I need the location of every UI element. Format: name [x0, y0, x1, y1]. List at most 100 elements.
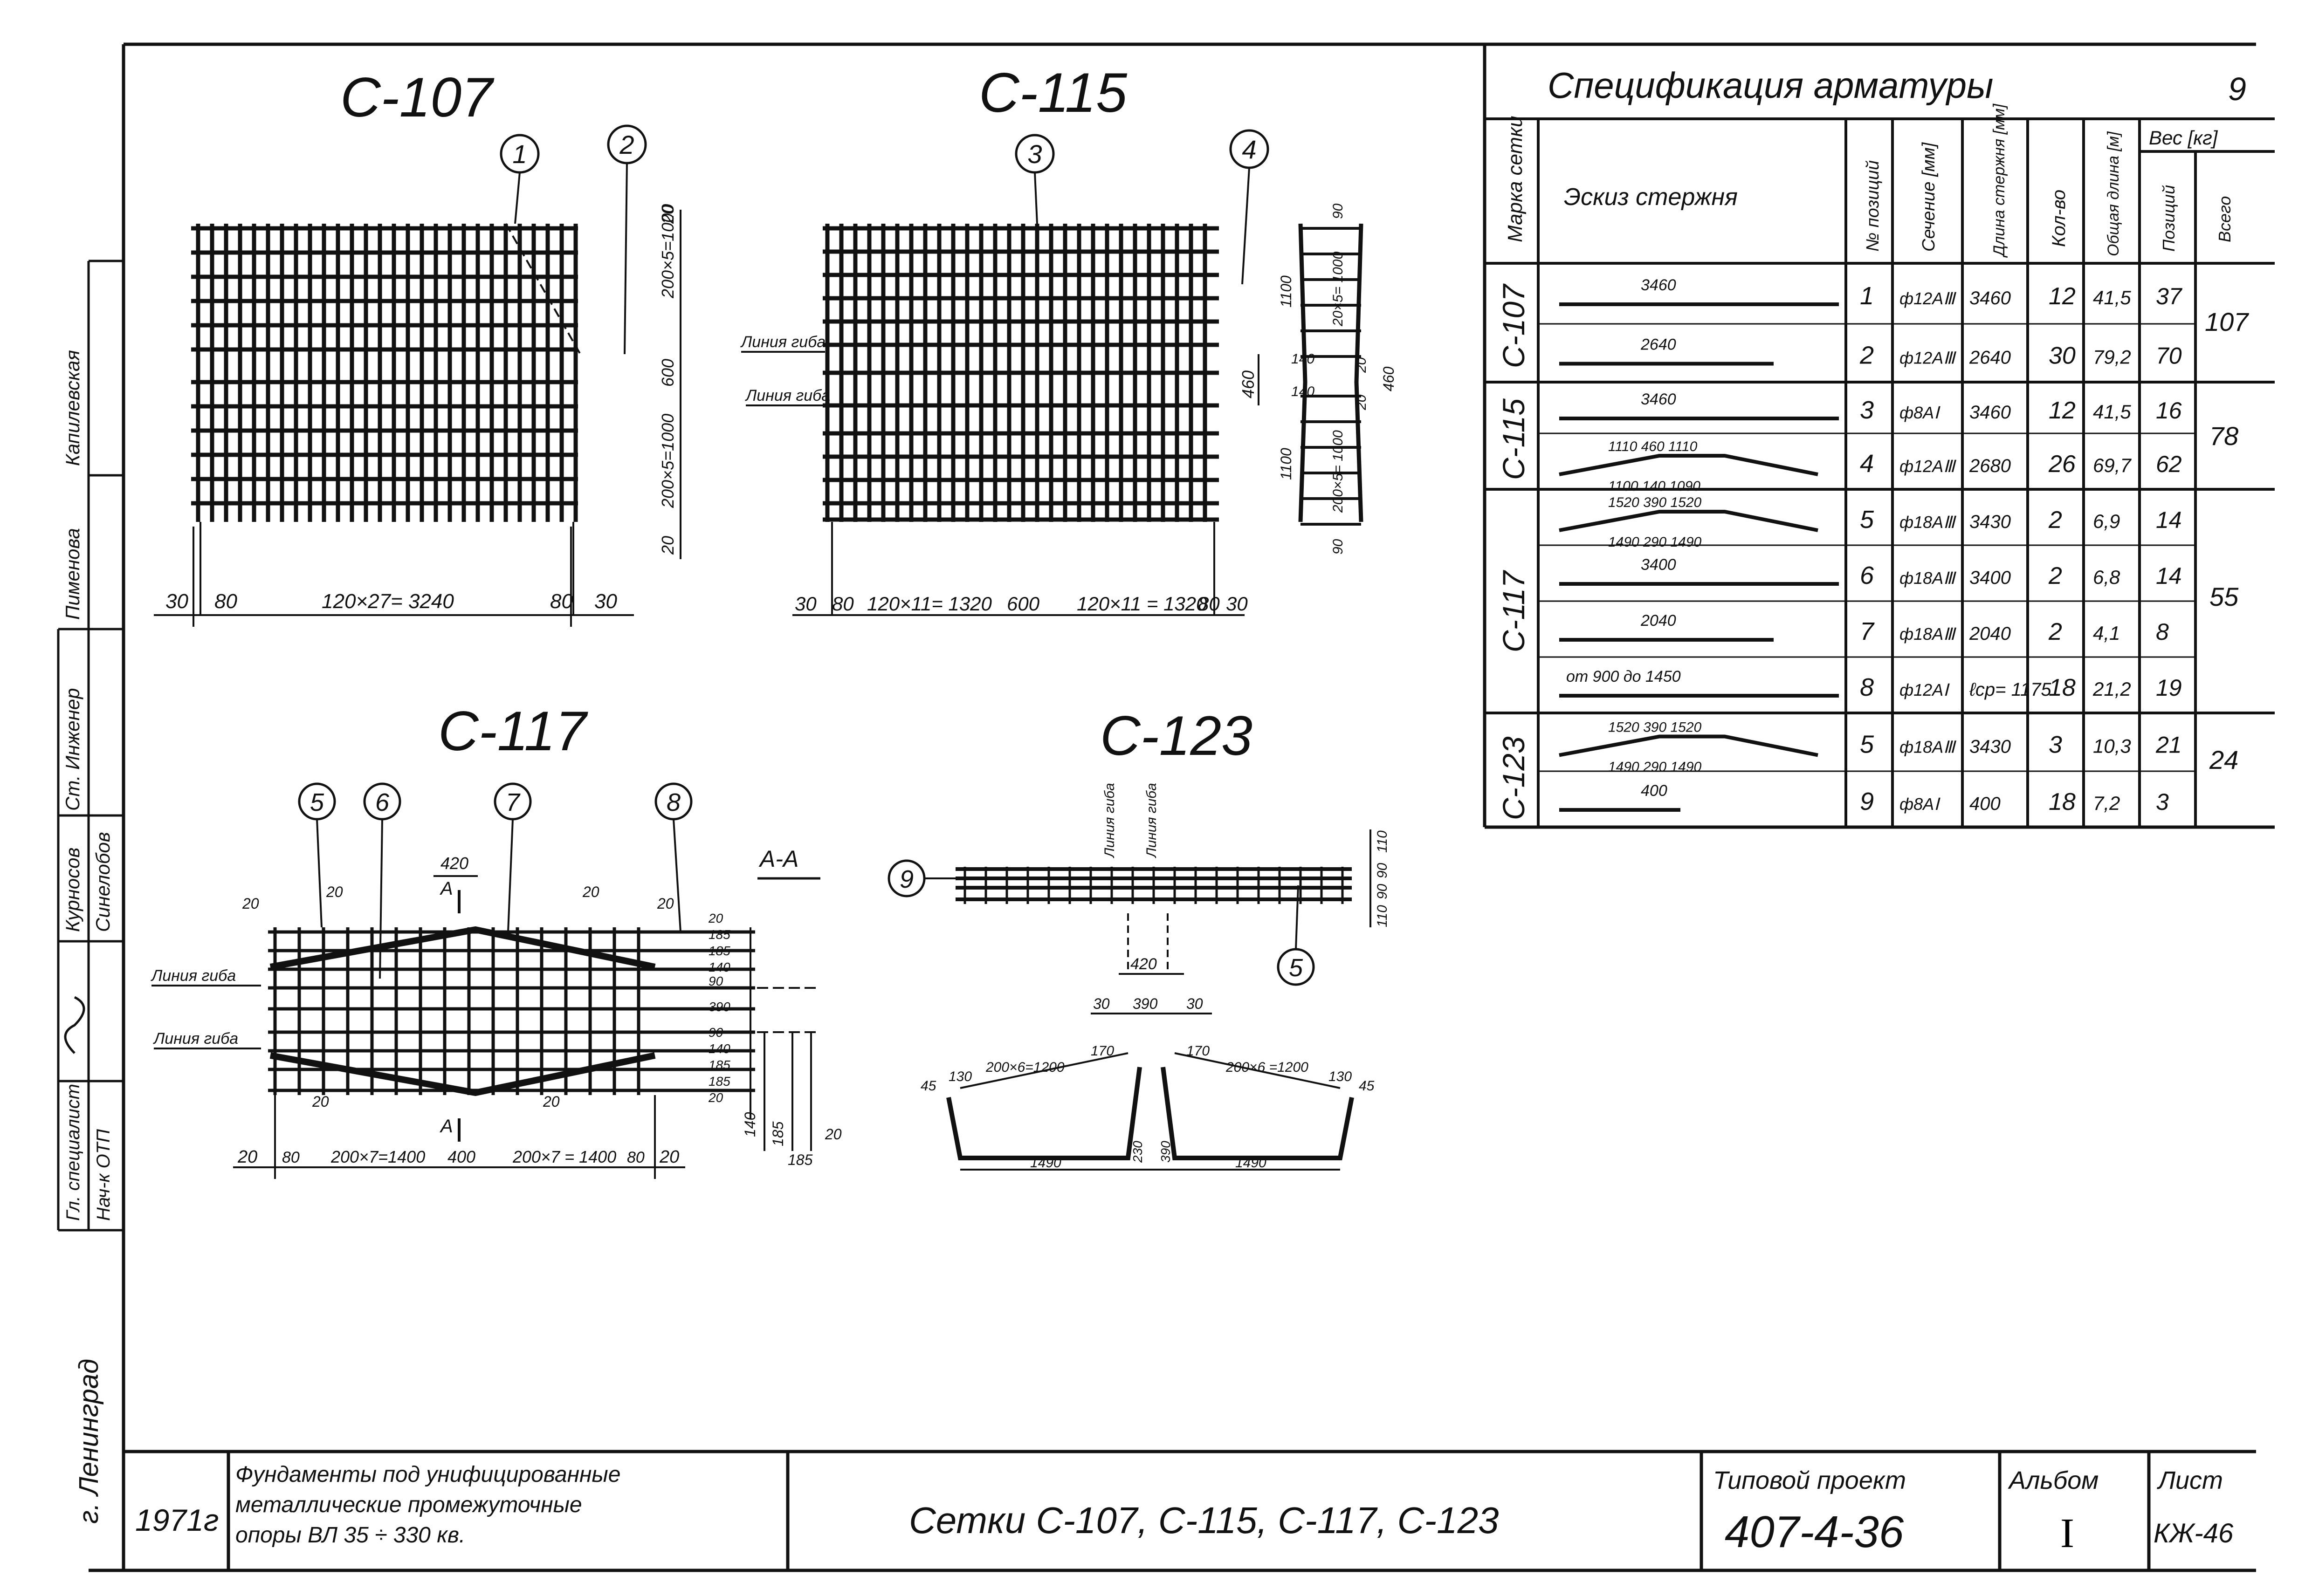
hdr-sketch: Эскиз стержня: [1564, 184, 1738, 211]
c117-right-dim: 390: [709, 1000, 730, 1014]
c115-callout-4: 4: [1229, 129, 1269, 285]
cell-length: 3430: [1969, 512, 2011, 532]
cell-weight: 14: [2156, 507, 2182, 533]
cell-length: 400: [1969, 794, 2001, 814]
svg-text:30: 30: [795, 593, 817, 615]
svg-text:90: 90: [1375, 863, 1390, 878]
c117-right-dim: 90: [709, 1025, 723, 1040]
hdr-weight: Вес [кг]: [2149, 127, 2218, 149]
cell-total-length: 4,1: [2093, 622, 2120, 644]
svg-text:600: 600: [1007, 593, 1040, 615]
cell-length: 2640: [1969, 348, 2011, 368]
svg-text:20: 20: [242, 895, 259, 912]
cell-qty: 18: [2049, 788, 2076, 815]
bar-sketch-label: 400: [1641, 782, 1667, 800]
svg-text:5: 5: [1289, 954, 1303, 982]
cell-pos: 8: [1860, 673, 1874, 701]
c107-callout-2: 2: [607, 124, 647, 355]
hdr-length: Длина стержня [мм]: [1990, 103, 2008, 258]
cell-length: 2680: [1969, 456, 2011, 476]
cell-section: ф12АⅢ: [1899, 457, 1956, 476]
cell-length: 3460: [1969, 288, 2011, 308]
svg-text:120×11 = 1320: 120×11 = 1320: [1077, 593, 1207, 615]
svg-text:20: 20: [658, 536, 677, 555]
bar-sketch: [1559, 510, 1818, 532]
stamp-name-4: Синелобов: [92, 832, 114, 932]
cell-qty: 12: [2049, 283, 2076, 310]
cell-length: 3460: [1969, 402, 2011, 423]
group-total-c123: 24: [2209, 745, 2238, 774]
cell-length: 3430: [1969, 737, 2011, 757]
svg-text:2: 2: [619, 130, 634, 159]
stamp-role-chief: Гл. специалист: [63, 1084, 83, 1221]
svg-text:200×5= 1000: 200×5= 1000: [1330, 430, 1346, 513]
c117-bent-bar-top: [269, 926, 656, 970]
c123-profile-left: [946, 1067, 1142, 1160]
svg-text:80: 80: [1198, 593, 1220, 615]
svg-text:90: 90: [1375, 884, 1390, 899]
c117-right-dim: 185: [709, 944, 730, 958]
svg-text:200×7 = 1400: 200×7 = 1400: [512, 1147, 616, 1166]
cell-total-length: 41,5: [2093, 401, 2131, 423]
svg-text:30: 30: [594, 590, 617, 613]
svg-text:600: 600: [658, 359, 677, 387]
c123-bend-line-2: Линия гиба: [1144, 783, 1159, 858]
bar-sketch-label: 1490 290 1490: [1608, 534, 1702, 550]
cell-section: ф18АⅢ: [1899, 624, 1956, 644]
svg-text:45: 45: [1359, 1078, 1375, 1094]
stamp-name-1: Капилевская: [62, 350, 83, 466]
c117-bend-line-2: Линия гиба: [153, 1030, 238, 1048]
bar-sketch-label: 3400: [1641, 556, 1676, 574]
c107-mesh: [191, 224, 578, 615]
sheet-frame: [89, 42, 2275, 1572]
svg-text:80: 80: [282, 1149, 300, 1166]
cell-total-length: 69,7: [2093, 454, 2132, 476]
stamp-name-3: Курносов: [62, 848, 83, 932]
svg-text:140: 140: [1291, 351, 1314, 367]
svg-text:120×27= 3240: 120×27= 3240: [322, 590, 454, 613]
svg-text:80: 80: [627, 1149, 645, 1166]
svg-text:1: 1: [512, 139, 527, 169]
stamp-name-2: Пименова: [62, 528, 83, 620]
cell-total-length: 10,3: [2093, 735, 2131, 757]
c117-right-dim: 90: [709, 974, 723, 988]
svg-text:9: 9: [900, 865, 914, 893]
cell-section: ф12АⅠ: [1899, 680, 1950, 699]
svg-text:6: 6: [375, 788, 390, 816]
cell-weight: 70: [2156, 343, 2182, 369]
cell-weight: 19: [2156, 675, 2182, 701]
svg-text:20: 20: [312, 1093, 329, 1110]
cell-qty: 26: [2048, 451, 2076, 478]
bar-sketch-label: 1110 460 1110: [1608, 439, 1698, 454]
drawing-c107: С-107 1 2 30 80 120×27= 3240 80 30 20 20…: [154, 66, 681, 627]
tb-album-label: Альбом: [2008, 1466, 2099, 1494]
cell-section: ф18АⅢ: [1899, 513, 1956, 532]
svg-text:20: 20: [1354, 394, 1369, 411]
svg-text:1100: 1100: [1278, 275, 1294, 308]
drawing-c115: С-115 3 4 Линия гиба Линия гиба 30 80 12…: [740, 62, 1397, 616]
side-stamp: Ст. Инженер Гл. специалист Нач-к ОТП Кап…: [57, 260, 124, 1524]
c117-right-dim: 185: [709, 927, 730, 942]
cell-weight: 3: [2156, 789, 2169, 815]
signature-mark: [64, 996, 85, 1054]
cell-total-length: 41,5: [2093, 287, 2131, 308]
group-total-c117: 55: [2209, 582, 2239, 611]
svg-text:120×11= 1320: 120×11= 1320: [867, 593, 992, 615]
cell-weight: 16: [2156, 397, 2182, 424]
group-total-c115: 78: [2209, 421, 2238, 451]
cell-section: ф12АⅢ: [1899, 349, 1956, 368]
svg-text:20: 20: [582, 884, 599, 900]
svg-text:А: А: [440, 878, 453, 899]
svg-text:20: 20: [659, 1147, 679, 1167]
svg-text:30: 30: [1226, 593, 1248, 615]
cell-weight: 8: [2156, 619, 2169, 645]
svg-text:20: 20: [1354, 357, 1369, 373]
cell-section: ф18АⅢ: [1899, 738, 1956, 757]
cell-length: ℓср= 1175: [1969, 679, 2051, 700]
